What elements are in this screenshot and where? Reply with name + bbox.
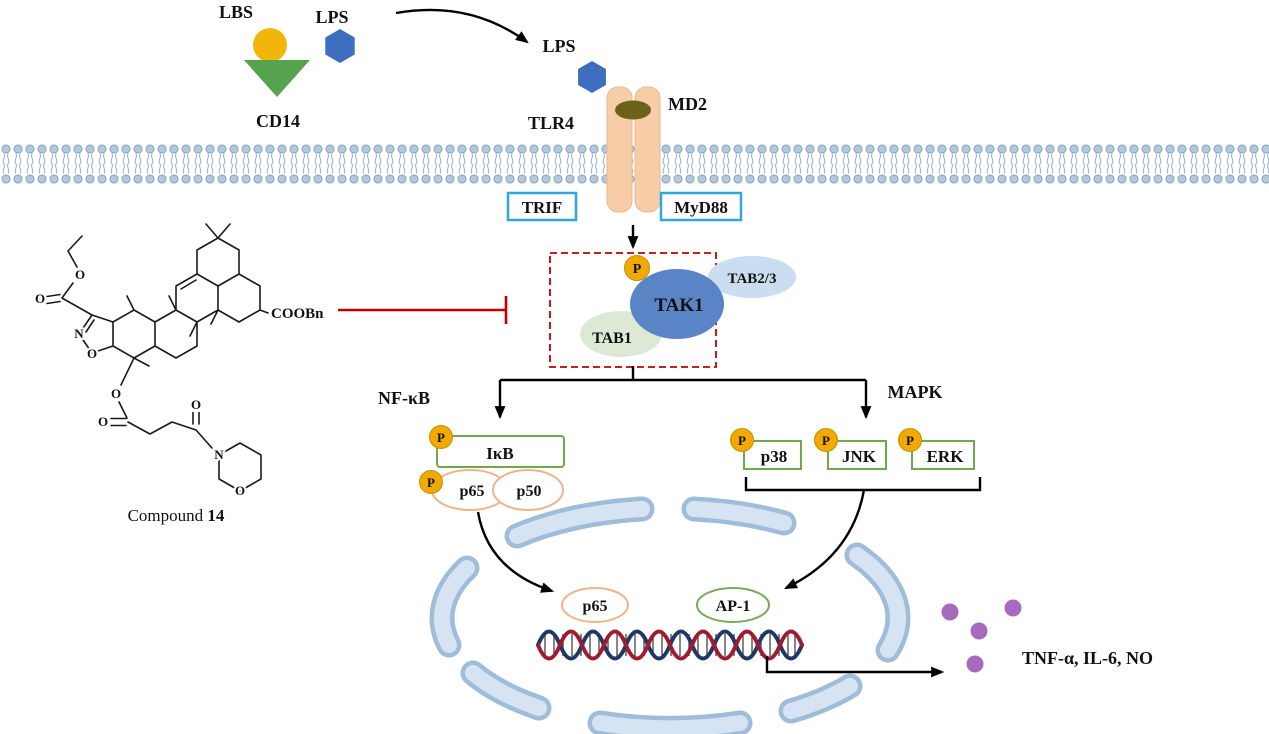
phospho-label: P — [633, 262, 642, 277]
phospho-label: P — [822, 433, 830, 448]
lps-transfer-arrow — [395, 8, 529, 44]
phospho-badge — [624, 255, 650, 281]
tak1-label: TAK1 — [654, 295, 703, 316]
p50-ellipse — [492, 469, 564, 511]
mapk-branch-label: MAPK — [888, 382, 943, 402]
atom-o: O — [87, 346, 97, 361]
md2-ellipse — [615, 100, 651, 120]
cytokine-dot — [966, 655, 984, 673]
cd14-label: CD14 — [256, 111, 300, 131]
trif-box — [506, 191, 578, 222]
lps-free-label: LPS — [315, 7, 348, 27]
compound-14-structure: O O N O O O O N O COOBn Compound 14 — [33, 223, 324, 525]
mapk-nuclear-translocation-arrow — [784, 489, 866, 590]
lps-hexagon-bound — [578, 61, 606, 93]
p38-label: p38 — [761, 447, 787, 466]
cytokine-dot — [970, 622, 988, 640]
phospho-badge — [898, 428, 922, 452]
ikb-box — [436, 435, 565, 468]
isoxazole-bonds — [78, 314, 114, 354]
ethyl-ester-bonds — [46, 235, 93, 316]
nfkb-nuclear-translocation-arrow — [476, 511, 555, 593]
cytokine-dot — [1004, 599, 1022, 617]
jnk-label: JNK — [842, 447, 877, 466]
ap1-label: AP-1 — [716, 598, 751, 615]
phospho-label: P — [738, 433, 746, 448]
p65-nucleus-ellipse — [561, 587, 629, 623]
cytokine-dot — [941, 603, 959, 621]
lps-hexagon-free — [325, 29, 355, 63]
atom-o: O — [191, 397, 201, 412]
phospho-label: P — [427, 475, 435, 490]
atom-n: N — [214, 447, 224, 462]
nfkb-branch-label: NF-κB — [378, 388, 430, 408]
p50-label: p50 — [517, 483, 542, 500]
nucleus-arc — [434, 501, 906, 734]
atom-o: O — [111, 386, 121, 401]
tab2-3-ellipse — [708, 256, 796, 298]
jnk-box — [827, 440, 887, 470]
compound-name-number: 14 — [207, 506, 225, 525]
phospho-badge — [814, 428, 838, 452]
erk-box — [911, 440, 975, 470]
inhibition-bar — [338, 296, 508, 324]
tab1-label: TAB1 — [592, 330, 632, 347]
atom-o: O — [235, 483, 245, 498]
trif-label: TRIF — [522, 198, 563, 217]
atom-o: O — [35, 291, 45, 306]
cytokine-output-label: TNF-α, IL-6, NO — [1022, 648, 1153, 668]
p65-label: p65 — [460, 483, 485, 500]
p65-nucleus-label: p65 — [583, 598, 608, 615]
tlr4-label: TLR4 — [528, 113, 574, 133]
cytokine-output-arrow — [765, 656, 945, 678]
linker-morpholine-bonds — [110, 357, 262, 492]
myd88-label: MyD88 — [674, 198, 728, 217]
coobn-label: COOBn — [271, 306, 324, 322]
compound-name: Compound 14 — [128, 506, 225, 525]
branch-lines — [500, 366, 866, 382]
erk-label: ERK — [927, 447, 965, 466]
cytokine-dots — [941, 599, 1022, 673]
myd88-box — [659, 191, 743, 222]
ikb-label: IκB — [486, 444, 513, 463]
mapk-bracket — [744, 477, 982, 492]
tak1-ellipse — [630, 269, 724, 339]
phospho-label: P — [906, 433, 914, 448]
lps-bound-label: LPS — [542, 36, 575, 56]
nucleus-envelope — [429, 496, 911, 734]
ring-system-bonds — [112, 223, 269, 367]
phospho-badge — [730, 428, 754, 452]
tab2-3-label: TAB2/3 — [728, 271, 777, 287]
md2-label: MD2 — [668, 94, 707, 114]
dna-helix — [536, 629, 804, 661]
compound-name-prefix: Compound — [128, 506, 208, 525]
dna-strand-red — [536, 629, 804, 661]
lbs-label: LBS — [219, 2, 253, 22]
phospho-badge — [429, 425, 453, 449]
atom-o: O — [75, 267, 85, 282]
ap1-ellipse — [696, 587, 770, 623]
atom-o: O — [98, 414, 108, 429]
phospho-badge — [419, 470, 443, 494]
cd14-triangle — [244, 60, 310, 97]
phospho-label: P — [437, 430, 445, 445]
lbs-circle — [253, 28, 287, 62]
atom-n: N — [74, 326, 84, 341]
p38-box — [743, 440, 802, 470]
